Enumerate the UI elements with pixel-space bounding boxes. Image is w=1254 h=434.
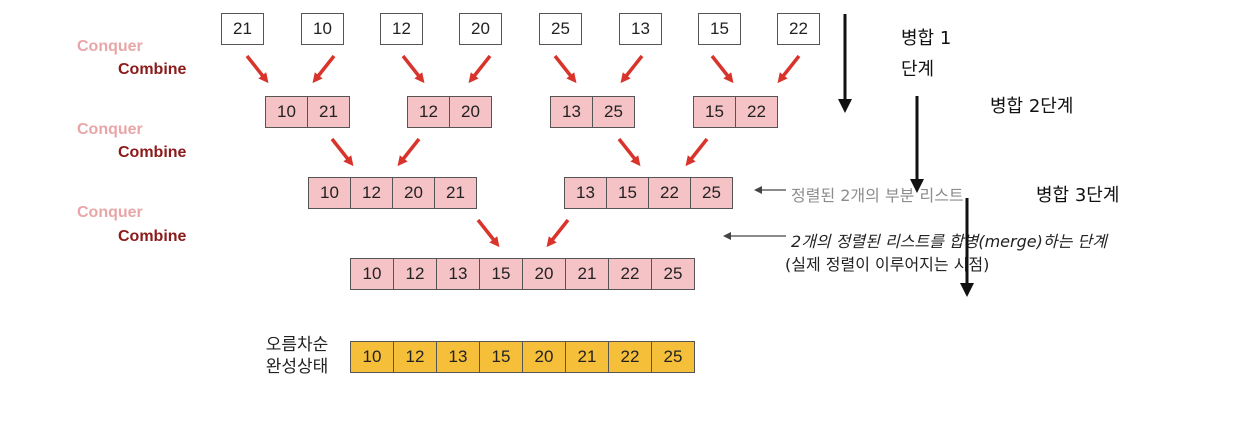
final-cell: 20 [522,341,566,373]
merge-arrow [330,137,354,167]
combine-label-2: Combine [118,144,187,161]
level1-cell: 13 [550,96,593,128]
level0-box: 15 [698,13,741,45]
level2-cell: 13 [564,177,607,209]
final-cell: 12 [393,341,437,373]
level0-box: 22 [777,13,820,45]
stage2-label: 병합 2단계 [990,96,1074,117]
level3-cell: 22 [608,258,652,290]
merge-arrow [620,54,644,84]
level1-cell: 10 [265,96,308,128]
level0-box: 21 [221,13,264,45]
level0-box: 20 [459,13,502,45]
merge-arrow [397,137,421,167]
level2-cell: 21 [434,177,477,209]
final-label: 오름차순 완성상태 [252,334,342,378]
level0-box: 13 [619,13,662,45]
level0-box: 12 [380,13,423,45]
level3-cell: 20 [522,258,566,290]
stage1-label-line1: 병합 1 [901,28,952,49]
level2-cell: 15 [606,177,649,209]
level1-cell: 15 [693,96,736,128]
level3-cell: 10 [350,258,394,290]
level1-cell: 20 [449,96,492,128]
level2-cell: 22 [648,177,691,209]
merge-arrow [553,54,577,84]
level2-cell: 25 [690,177,733,209]
merge-arrow [710,54,734,84]
level0-box: 10 [301,13,344,45]
level1-cell: 12 [407,96,450,128]
level2-cell: 12 [350,177,393,209]
merge-arrow [468,54,492,84]
conquer-label-2: Conquer [77,121,143,138]
level1-cell: 25 [592,96,635,128]
final-cell: 22 [608,341,652,373]
stage1-label-line2: 단계 [901,59,935,80]
combine-label-1: Combine [118,61,187,78]
level3-cell: 25 [651,258,695,290]
level0-box: 25 [539,13,582,45]
final-cell: 13 [436,341,480,373]
final-cell: 25 [651,341,695,373]
merge-arrow [476,218,500,248]
final-label-line2: 완성상태 [265,357,329,377]
level1-cell: 21 [307,96,350,128]
level2-cell: 20 [392,177,435,209]
merge-arrow [546,218,570,248]
merge-step-note: 2개의 정렬된 리스트를 합병(merge)하는 단계 [791,232,1107,251]
conquer-label-3: Conquer [77,204,143,221]
merge-arrow [312,54,336,84]
final-label-line1: 오름차순 [265,335,329,355]
level3-cell: 13 [436,258,480,290]
final-cell: 21 [565,341,609,373]
merge-arrow [777,54,801,84]
merge-arrow [245,54,269,84]
stage3-label: 병합 3단계 [1036,185,1120,206]
merge-arrow [617,137,641,167]
actual-sort-note: (실제 정렬이 이루어지는 시점) [785,255,990,274]
combine-label-3: Combine [118,228,187,245]
merge-arrow [401,54,425,84]
merge-arrow [685,137,709,167]
level3-cell: 12 [393,258,437,290]
level1-cell: 22 [735,96,778,128]
conquer-label-1: Conquer [77,38,143,55]
